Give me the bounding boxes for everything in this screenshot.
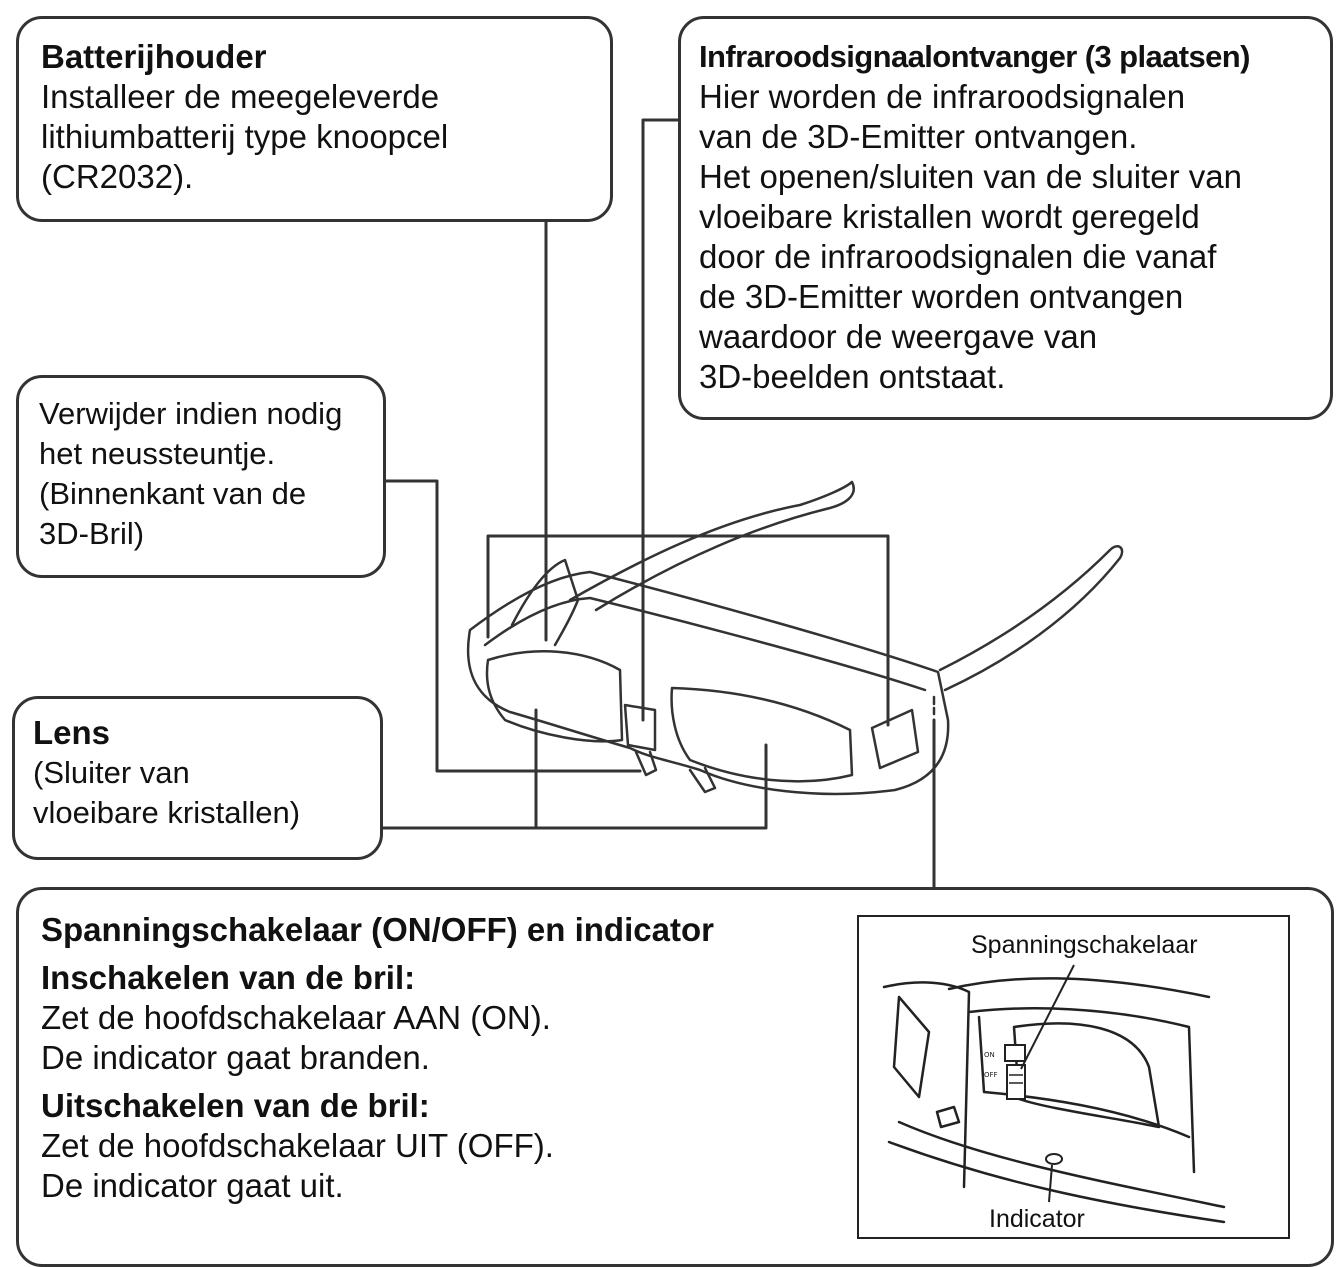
nose-pad-line-4: 3D-Bril) xyxy=(39,516,145,551)
leader-lines xyxy=(378,118,936,917)
battery-holder-title: Batterijhouder xyxy=(41,38,267,75)
nose-pad-line-2: het neussteuntje. xyxy=(39,436,276,471)
battery-holder-line-1: Installeer de meegeleverde xyxy=(41,78,440,115)
infrared-receiver-line-5: door de infraroodsignalen die vanaf xyxy=(699,238,1217,275)
infrared-receiver-line-7: waardoor de weergave van xyxy=(699,318,1098,355)
infrared-receiver-line-2: van de 3D-Emitter ontvangen. xyxy=(699,118,1138,155)
battery-holder-callout: Batterijhouder Installeer de meegeleverd… xyxy=(16,16,613,222)
power-switch-detail-inset: Spanningschakelaar ON OFF Indicator xyxy=(857,915,1290,1239)
lens-callout: Lens (Sluiter van vloeibare kristallen) xyxy=(12,696,383,860)
infrared-receiver-line-8: 3D-beelden ontstaat. xyxy=(699,358,1006,395)
infrared-receiver-callout: Infraroodsignaalontvanger (3 plaatsen) H… xyxy=(678,16,1333,420)
infrared-receiver-line-1: Hier worden de infraroodsignalen xyxy=(699,78,1186,115)
inset-indicator-led xyxy=(1045,1153,1063,1165)
infrared-receiver-line-3: Het openen/sluiten van de sluiter van xyxy=(699,158,1243,195)
power-on-line-1: Zet de hoofdschakelaar AAN (ON). xyxy=(41,999,551,1036)
infrared-receiver-title: Infraroodsignaalontvanger (3 plaatsen) xyxy=(699,39,1250,74)
power-off-heading: Uitschakelen van de bril: xyxy=(41,1087,430,1124)
nose-pad-line-3: (Binnenkant van de xyxy=(39,476,307,511)
inset-switch-label: Spanningschakelaar xyxy=(971,931,1198,959)
power-off-line-1: Zet de hoofdschakelaar UIT (OFF). xyxy=(41,1127,554,1164)
power-on-line-2: De indicator gaat branden. xyxy=(41,1039,430,1076)
battery-holder-line-2: lithiumbatterij type knoopcel xyxy=(41,118,449,155)
power-on-heading: Inschakelen van de bril: xyxy=(41,959,416,996)
inset-frame-drawing: ON OFF xyxy=(882,964,1226,1224)
power-off-line-2: De indicator gaat uit. xyxy=(41,1167,344,1204)
glasses-drawing xyxy=(466,480,1124,796)
inset-power-switch: ON OFF xyxy=(984,1044,1026,1100)
lens-line-1: (Sluiter van xyxy=(33,755,190,790)
lens-line-2: vloeibare kristallen) xyxy=(33,795,301,830)
infrared-receiver-line-4: vloeibare kristallen wordt geregeld xyxy=(699,198,1200,235)
nose-pad-callout: Verwijder indien nodig het neussteuntje.… xyxy=(16,375,386,578)
power-switch-title: Spanningschakelaar (ON/OFF) en indicator xyxy=(41,911,714,948)
lens-title: Lens xyxy=(33,714,111,751)
inset-off-mark: OFF xyxy=(984,1071,998,1079)
inset-on-mark: ON xyxy=(984,1051,995,1059)
nose-pad-line-1: Verwijder indien nodig xyxy=(39,396,343,431)
infrared-receiver-line-6: de 3D-Emitter worden ontvangen xyxy=(699,278,1184,315)
battery-holder-line-3: (CR2032). xyxy=(41,158,194,195)
inset-indicator-label: Indicator xyxy=(989,1205,1085,1233)
